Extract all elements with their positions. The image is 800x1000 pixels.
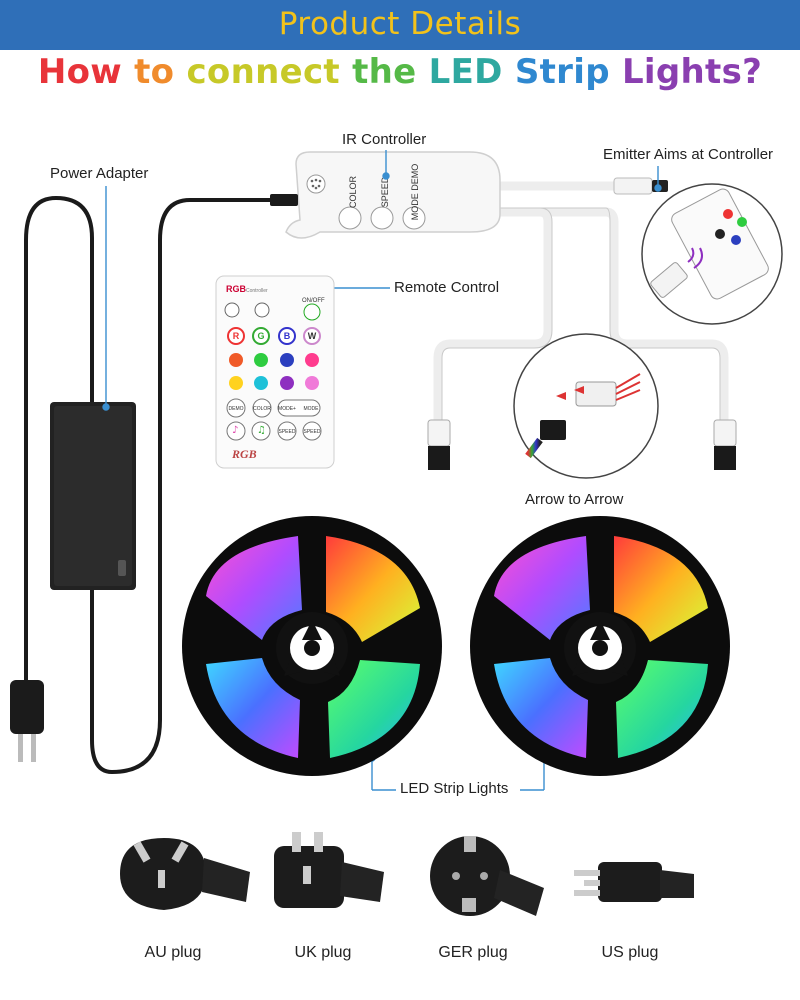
music-note-icon: ♫ (257, 425, 266, 436)
remote-brand: RGB (226, 284, 247, 294)
remote-mode-label: MODE (304, 406, 320, 412)
us-plug-label: US plug (601, 944, 659, 961)
controller-mode-label: MODE DEMO (410, 164, 420, 221)
led-strip-reel-right (470, 516, 730, 776)
ir-controller-label: IR Controller (342, 131, 427, 148)
led-strip-lights-label: LED Strip Lights (400, 780, 509, 797)
au-plug (120, 838, 250, 910)
headline-word: the (352, 52, 417, 92)
headline-word: Lights? (621, 52, 763, 92)
remote-speed-label: SPEED (279, 429, 296, 435)
remote-control-label: Remote Control (394, 279, 500, 296)
au-plug-label: AU plug (144, 944, 202, 961)
power-cable (24, 195, 276, 775)
remote-r-label: R (233, 331, 240, 341)
us-plug (574, 862, 694, 902)
uk-plug-label: UK plug (294, 944, 352, 961)
header-banner: Product Details (0, 0, 800, 50)
led-strip-reel-left (182, 516, 442, 776)
emitter-inset (641, 183, 783, 325)
controller-speed-label: SPEED (380, 176, 390, 207)
remote-color-label: COLOR (253, 406, 271, 412)
ger-plug (430, 836, 544, 916)
remote-modeplus-label: MODE+ (278, 406, 296, 412)
remote-speed-label: SPEED (304, 429, 321, 435)
headline-word: to (134, 52, 175, 92)
uk-plug (274, 832, 384, 908)
headline-word: connect (186, 52, 340, 92)
headline-word: Strip (514, 52, 610, 92)
remote-b-label: B (284, 331, 291, 341)
strip-connectors (427, 419, 737, 600)
headline-word: How (37, 52, 122, 92)
remote-footer-brand: RGB (231, 447, 257, 461)
remote-control (215, 275, 335, 469)
remote-onoff-label: ON/OFF (302, 298, 325, 304)
remote-g-label: G (257, 331, 264, 341)
remote-w-label: W (308, 331, 317, 341)
power-adapter-label: Power Adapter (50, 165, 149, 182)
arrow-to-arrow-inset (513, 333, 659, 479)
headline-word: LED (428, 52, 503, 92)
banner-title: Product Details (278, 6, 522, 42)
arrow-to-arrow-label: Arrow to Arrow (525, 491, 624, 508)
power-plug (10, 680, 44, 762)
ger-plug-label: GER plug (438, 944, 508, 961)
remote-demo-label: DEMO (229, 406, 244, 412)
controller-color-label: COLOR (348, 176, 358, 209)
music-note-icon: ♪ (232, 425, 238, 436)
headline: How to connect the LED Strip Lights? (0, 52, 800, 92)
power-adapter (50, 402, 136, 590)
remote-brand-sub: Controller (246, 288, 268, 294)
ir-controller (270, 151, 501, 239)
emitter-label: Emitter Aims at Controller (603, 146, 774, 163)
